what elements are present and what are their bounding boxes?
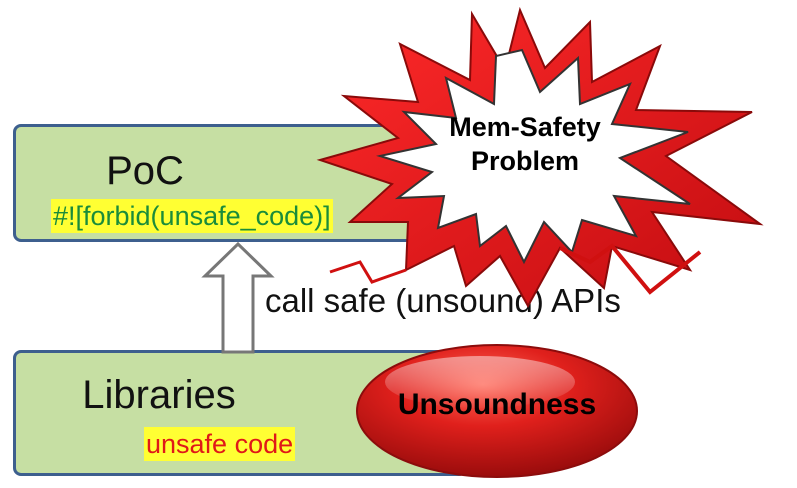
up-arrow-icon — [201, 241, 275, 354]
lightning-streak-icon — [559, 243, 702, 295]
unsoundness-label: Unsoundness — [397, 388, 597, 421]
api-call-label: call safe (unsound) APIs — [265, 282, 621, 319]
burst-line-2: Problem — [470, 146, 580, 176]
poc-forbid-unsafe-code: #![forbid(unsafe_code)] — [51, 199, 333, 233]
unsoundness-shine — [385, 356, 575, 408]
poc-title: PoC — [106, 149, 184, 193]
libraries-title: Libraries — [82, 373, 236, 417]
libraries-unsafe-code: unsafe code — [144, 427, 296, 461]
mem-safety-label: Mem-Safety Problem — [420, 110, 630, 178]
burst-inner-shape — [376, 48, 691, 265]
lightning-streak-icon — [329, 260, 407, 284]
burst-line-1: Mem-Safety — [449, 112, 601, 142]
